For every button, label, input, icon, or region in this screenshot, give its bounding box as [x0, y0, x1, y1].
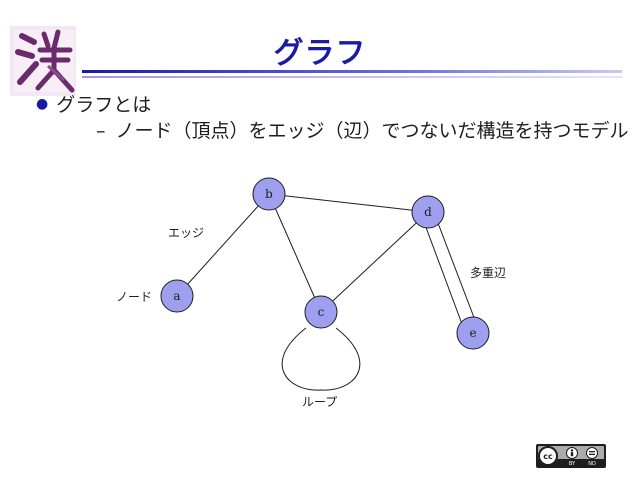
multi-edge-d-e-2: [432, 209, 479, 329]
edge-c-d: [320, 211, 429, 313]
license-nd-label: ND: [588, 461, 596, 467]
node-c-circle: [304, 295, 338, 329]
node-e-circle: [456, 316, 490, 350]
title-rule-secondary: [82, 76, 622, 78]
bullet-item: ● グラフとは: [36, 90, 151, 117]
multi-edge-d-e-1: [420, 213, 466, 333]
node-d-circle: [411, 195, 445, 229]
cc-license-badge[interactable]: cc BY ND: [536, 444, 606, 468]
sub-bullet-text: ノード（頂点）をエッジ（辺）でつないだ構造を持つモデル: [115, 120, 629, 142]
node-a: a: [160, 279, 194, 313]
sub-bullet-dash-icon: –: [96, 120, 106, 142]
edge-b-c: [268, 193, 322, 313]
node-annotation: ノード: [116, 290, 152, 304]
nd-no-derivatives-icon: [586, 447, 598, 459]
sub-bullet-item: –ノード（頂点）をエッジ（辺）でつないだ構造を持つモデル: [96, 116, 629, 143]
node-b-circle: [252, 177, 286, 211]
node-b-label: b: [265, 187, 273, 201]
node-c-label: c: [318, 305, 325, 319]
license-by-label: BY: [569, 461, 576, 467]
course-logo: [10, 26, 76, 96]
cc-icon: cc: [538, 446, 558, 466]
bullet-text: グラフとは: [56, 94, 152, 116]
node-e-label: e: [469, 326, 476, 340]
node-c: c: [304, 295, 338, 329]
loop-annotation: ループ: [302, 395, 337, 409]
node-a-circle: [160, 279, 194, 313]
slide-title: グラフ: [273, 36, 367, 71]
edge-a-b: [176, 193, 270, 297]
by-attribution-icon: [566, 447, 578, 459]
edge-annotation: エッジ: [168, 226, 204, 240]
loop-edge-c: [281, 327, 361, 391]
bullet-dot-icon: ●: [36, 96, 49, 112]
svg-text:cc: cc: [543, 452, 553, 461]
node-a-label: a: [173, 289, 180, 303]
node-d: d: [411, 195, 445, 229]
node-d-label: d: [424, 205, 432, 219]
multi-edge-annotation: 多重辺: [470, 266, 506, 280]
node-b: b: [252, 177, 286, 211]
edge-b-d: [268, 193, 429, 213]
title-rule: [82, 70, 622, 73]
node-e: e: [456, 316, 490, 350]
